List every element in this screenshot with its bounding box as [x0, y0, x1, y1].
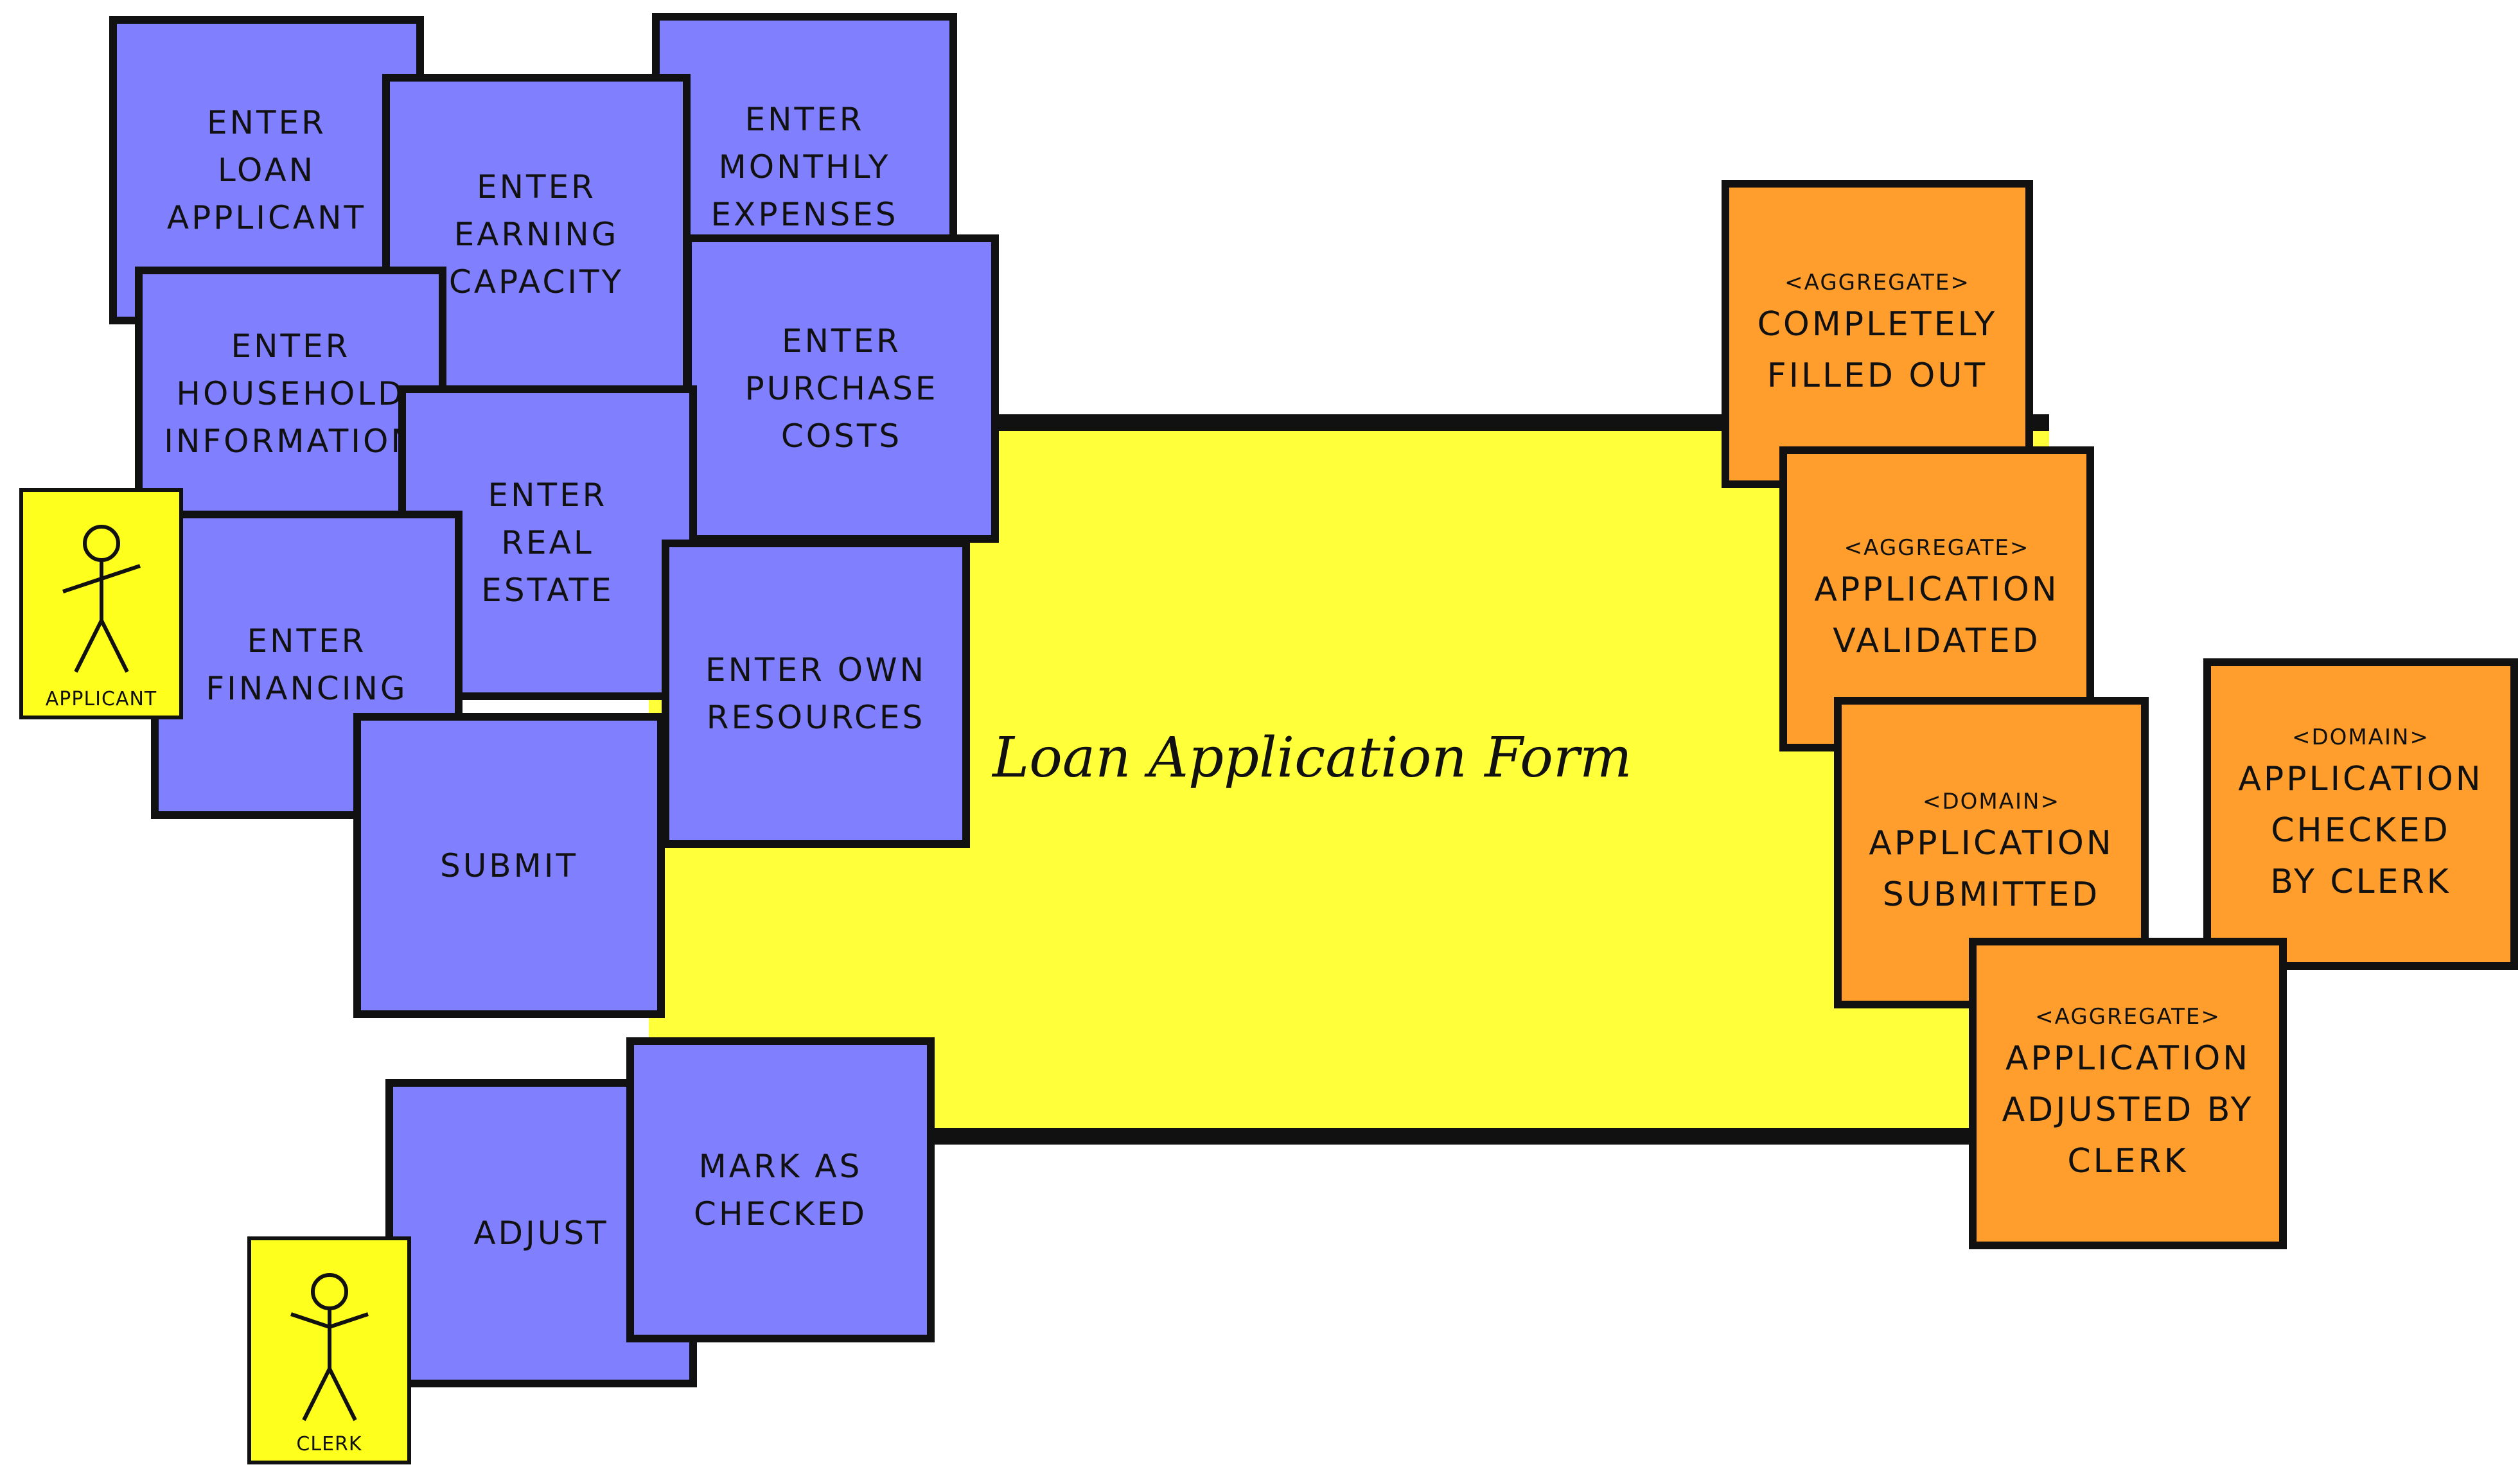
- command-enter-own-resources: ENTER OWN RESOURCES: [662, 540, 970, 848]
- actor-applicant: APPLICANT: [19, 488, 183, 719]
- event-label: COMPLETELY FILLED OUT: [1757, 305, 1998, 395]
- event-label: APPLICATION SUBMITTED: [1869, 823, 2114, 914]
- event-stereotype: <DOMAIN>: [1923, 788, 2060, 814]
- command-mark-as-checked: MARK AS CHECKED: [626, 1037, 935, 1342]
- stick-figure-icon: [62, 525, 141, 673]
- event-label: APPLICATION CHECKED BY CLERK: [2238, 759, 2483, 901]
- command-enter-purchase-costs: ENTER PURCHASE COSTS: [684, 234, 999, 543]
- event-stereotype: <AGGREGATE>: [1844, 534, 2030, 561]
- event-stereotype: <DOMAIN>: [2292, 724, 2429, 750]
- actor-applicant-label: APPLICANT: [45, 688, 157, 710]
- event-application-checked-by-clerk: <DOMAIN> APPLICATION CHECKED BY CLERK: [2203, 658, 2518, 970]
- event-completely-filled-out: <AGGREGATE> COMPLETELY FILLED OUT: [1722, 180, 2033, 488]
- actor-clerk: CLERK: [247, 1236, 411, 1464]
- event-label: APPLICATION ADJUSTED BY CLERK: [2002, 1039, 2254, 1181]
- command-submit: SUBMIT: [353, 713, 665, 1018]
- stick-figure-icon: [290, 1273, 369, 1421]
- command-enter-household-information: ENTER HOUSEHOLD INFORMATION: [135, 267, 446, 520]
- actor-clerk-label: CLERK: [296, 1433, 362, 1455]
- aggregate-title: Loan Application Form: [992, 726, 1632, 790]
- event-label: APPLICATION VALIDATED: [1814, 570, 2059, 660]
- event-application-adjusted-by-clerk: <AGGREGATE> APPLICATION ADJUSTED BY CLER…: [1969, 938, 2287, 1249]
- event-stereotype: <AGGREGATE>: [1784, 270, 1970, 295]
- event-stereotype: <AGGREGATE>: [2035, 1003, 2221, 1030]
